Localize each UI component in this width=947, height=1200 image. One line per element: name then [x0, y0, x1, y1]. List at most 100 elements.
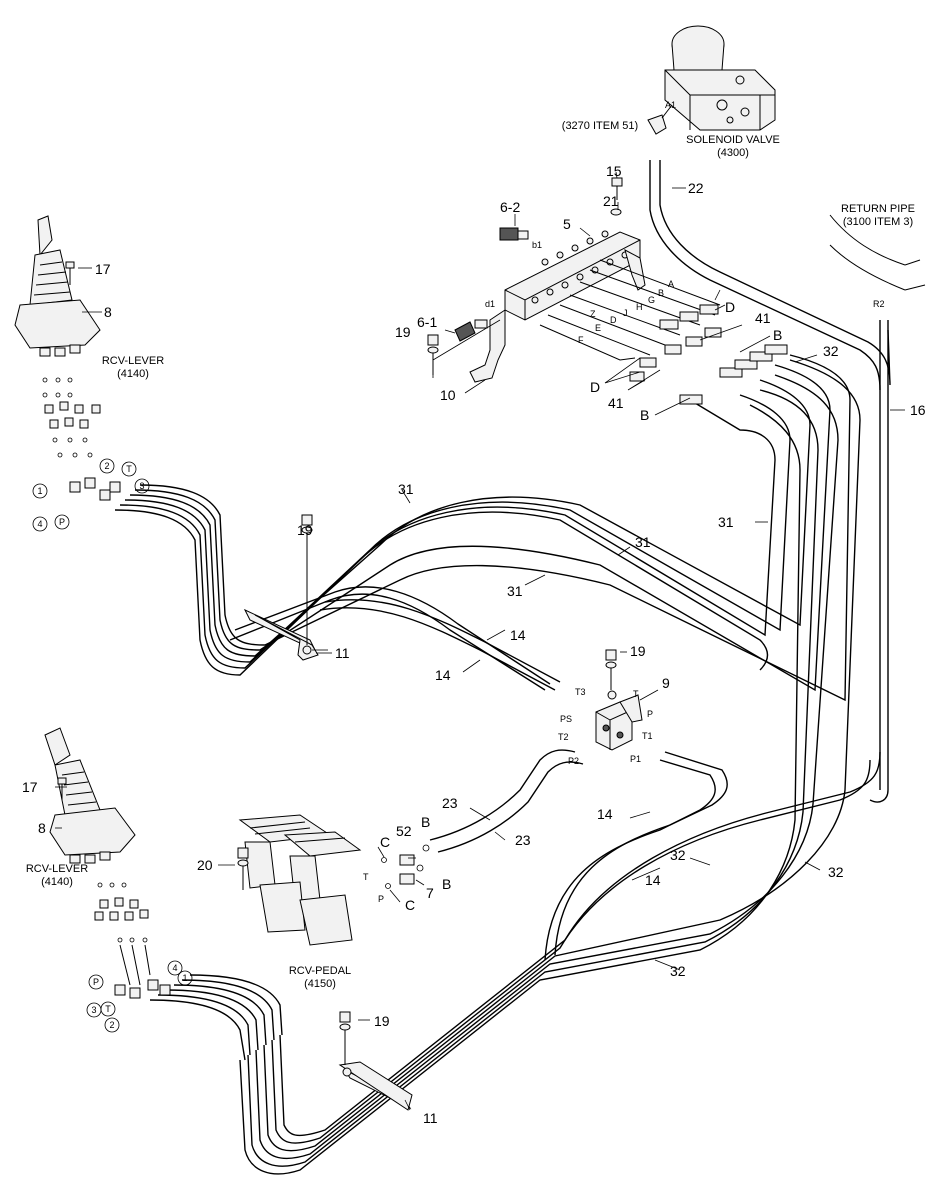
- port-Z: Z: [590, 309, 596, 319]
- callout-32-c: 32: [828, 864, 844, 880]
- solenoid-valve-4300: [647, 25, 776, 135]
- callout-17-bottom: 17: [22, 779, 38, 795]
- callout-41-a: 41: [755, 310, 771, 326]
- callout-16: 16: [910, 402, 926, 418]
- port-P2: P2: [568, 756, 579, 766]
- callout-14-a: 14: [510, 627, 526, 643]
- circled-bottom-3: T: [105, 1004, 111, 1014]
- circled-labels-top: [32, 458, 150, 532]
- rcv-lever-top-title: RCV-LEVER: [102, 355, 164, 367]
- bolt-19-c: [605, 649, 617, 690]
- port-D: D: [610, 315, 617, 325]
- callout-10: 10: [440, 387, 456, 403]
- bolt-19-b: [301, 514, 313, 645]
- letter-C-1: C: [380, 834, 390, 850]
- hose-group-31: [114, 354, 851, 702]
- callout-22: 22: [688, 180, 704, 196]
- port-letters: D D B B B B C C: [380, 299, 782, 913]
- circled-top-4: 3: [139, 481, 144, 491]
- callout-7: 7: [426, 885, 434, 901]
- letter-B-top: B: [773, 327, 782, 343]
- rcv-lever-top: [14, 215, 101, 357]
- port-J: J: [623, 308, 628, 318]
- bolt-20: [237, 847, 249, 890]
- callout-19-b: 19: [297, 522, 313, 538]
- hose-group-23: [429, 749, 584, 853]
- circled-top-3: T: [126, 464, 132, 474]
- circled-labels-bottom: [86, 960, 193, 1033]
- port-T1: T1: [642, 731, 653, 741]
- letter-D-bottom: D: [590, 379, 600, 395]
- letter-B-mid2: B: [442, 876, 451, 892]
- hose-group-16-22: [649, 160, 926, 803]
- callout-15: 15: [606, 163, 622, 179]
- callout-19-a: 19: [395, 324, 411, 340]
- circled-top-5: 4: [37, 519, 42, 529]
- circled-bottom-4: 2: [109, 1020, 114, 1030]
- callout-52: 52: [396, 823, 412, 839]
- rcv-pedal-code: (4150): [304, 978, 336, 990]
- port-PS: PS: [560, 714, 572, 724]
- pedal-port-P: P: [378, 894, 384, 904]
- return-pipe-code: (3100 ITEM 3): [843, 216, 913, 228]
- callout-41-b: 41: [608, 395, 624, 411]
- callout-32-a: 32: [823, 343, 839, 359]
- port-b1: b1: [532, 240, 542, 250]
- circled-bottom-5: 4: [172, 963, 177, 973]
- port-A: A: [668, 279, 674, 289]
- port-T2: T2: [558, 732, 569, 742]
- hose-group-14: [319, 599, 728, 961]
- clamp-11-bottom: [338, 1061, 413, 1111]
- rcv-lever-top-fittings: [42, 377, 121, 501]
- port-markings: A1 R2 b1 d1 A B G H J D Z E F T3 PS T2 P…: [363, 100, 885, 904]
- circled-top-1: 1: [37, 486, 42, 496]
- callout-14-b: 14: [435, 667, 451, 683]
- junction-block-9: [595, 690, 643, 751]
- item-reference: (3270 ITEM 51): [562, 120, 638, 132]
- clamp-11-top: [243, 608, 319, 661]
- port-P1: P1: [630, 754, 641, 764]
- callout-20: 20: [197, 857, 213, 873]
- return-pipe-title: RETURN PIPE: [841, 203, 915, 215]
- port-E: E: [595, 323, 601, 333]
- bolt-17-top: [65, 261, 75, 285]
- callout-8-top: 8: [104, 304, 112, 320]
- bolt-19-a: [427, 334, 439, 375]
- letter-B-bottom: B: [640, 407, 649, 423]
- pressure-switch-6-1: [454, 319, 488, 342]
- port-G: G: [648, 295, 655, 305]
- rcv-lever-bottom-fittings: [94, 882, 171, 999]
- port-P: P: [647, 709, 653, 719]
- rcv-pedal: [238, 814, 362, 946]
- manifold-block-5: [469, 230, 721, 383]
- callout-14-d: 14: [645, 872, 661, 888]
- callout-32-d: 32: [670, 963, 686, 979]
- circled-bottom-2: 3: [91, 1005, 96, 1015]
- port-T3: T3: [575, 687, 586, 697]
- callout-31-b: 31: [398, 481, 414, 497]
- callout-19-c: 19: [630, 643, 646, 659]
- callout-14-c: 14: [597, 806, 613, 822]
- port-H: H: [636, 302, 643, 312]
- circled-bottom-6: 1: [182, 973, 187, 983]
- port-B: B: [658, 288, 664, 298]
- callout-31-c: 31: [635, 534, 651, 550]
- part-labels: RCV-LEVER (4140) RCV-LEVER (4140) RCV-PE…: [26, 120, 915, 990]
- callout-17-top: 17: [95, 261, 111, 277]
- callout-numbers: 8 17 17 8 15 21 22 6-2 5 6-1 19 10 41 41…: [22, 163, 926, 1126]
- leader-lines: [55, 171, 905, 1111]
- circled-text-bottom: P 3 T 2 4 1: [91, 963, 187, 1030]
- port-A1: A1: [665, 100, 676, 110]
- callout-11-top: 11: [335, 645, 350, 661]
- solenoid-valve-title: SOLENOID VALVE: [686, 134, 780, 146]
- callout-8-bottom: 8: [38, 820, 46, 836]
- letter-B-mid1: B: [421, 814, 430, 830]
- callout-23-b: 23: [515, 832, 531, 848]
- pedal-port-T: T: [363, 872, 369, 882]
- bolt-19-d: [339, 1011, 351, 1065]
- callout-21: 21: [603, 193, 619, 209]
- circled-top-6: P: [59, 517, 65, 527]
- callout-32-b: 32: [670, 847, 686, 863]
